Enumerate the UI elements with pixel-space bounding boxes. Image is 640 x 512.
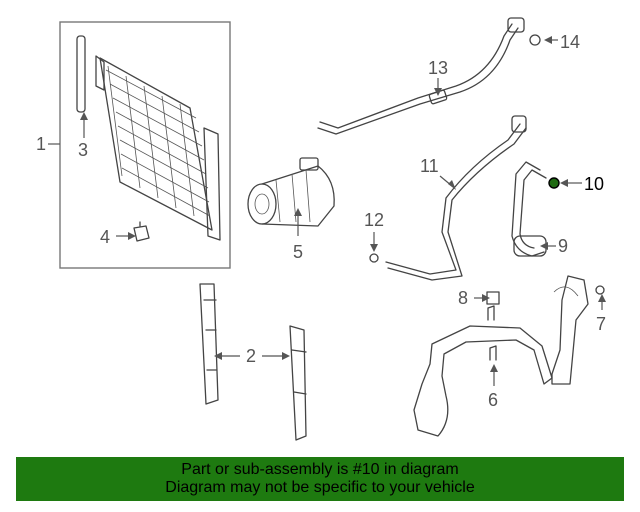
- compressor-body: [261, 165, 335, 227]
- bracket-right: [289, 325, 307, 441]
- compressor-clutch: [247, 183, 277, 225]
- banner-line-disclaimer: Diagram may not be specific to your vehi…: [165, 479, 475, 496]
- callout-2: 2: [246, 346, 256, 366]
- condenser-assembly: [59, 21, 231, 269]
- callout-5: 5: [293, 242, 303, 262]
- callout-9: 9: [558, 236, 568, 256]
- callout-13: 13: [428, 58, 448, 78]
- callout-6: 6: [488, 390, 498, 410]
- callout-12: 12: [364, 210, 384, 230]
- bracket-left: [199, 283, 219, 405]
- ac-compressor: [247, 157, 335, 227]
- callout-11: 11: [420, 156, 439, 176]
- o-ring-14: [529, 34, 541, 46]
- evaporator-assembly: [413, 275, 589, 437]
- callout-8: 8: [458, 288, 468, 308]
- hose-13: [317, 27, 519, 135]
- leader-lines: [48, 36, 606, 386]
- condenser-core: [99, 57, 213, 231]
- evaporator-lines: [413, 325, 553, 437]
- fitting-8: [486, 291, 500, 305]
- drain-plug: [133, 221, 150, 242]
- condenser-brackets: [199, 283, 307, 441]
- o-ring-7: [595, 285, 605, 295]
- callout-1: 1: [36, 134, 46, 154]
- callout-7: 7: [596, 314, 606, 334]
- banner-line-part: Part or sub-assembly is #10 in diagram: [181, 461, 459, 478]
- callout-3: 3: [78, 140, 88, 160]
- parts-diagram: 1 2 3 4 5 6 7 8 9 10 11 12 13 14: [36, 17, 606, 441]
- callout-10: 10: [584, 174, 604, 194]
- hose-11: [385, 123, 521, 275]
- condenser-fins: [105, 69, 211, 217]
- condenser-group-frame: [59, 21, 231, 269]
- receiver-drier: [76, 35, 86, 113]
- suction-hose: [369, 115, 527, 281]
- hose-9: [511, 161, 545, 257]
- callout-4: 4: [100, 227, 110, 247]
- notice-banner: Part or sub-assembly is #10 in diagram D…: [16, 457, 624, 501]
- o-ring-12: [369, 253, 379, 263]
- callout-14: 14: [560, 32, 580, 52]
- callout-labels: 1 2 3 4 5 6 7 8 9 10 11 12 13 14: [36, 32, 606, 410]
- liquid-line: [511, 161, 605, 295]
- condenser-side-tank: [203, 127, 221, 241]
- highlighted-part-10: [548, 177, 560, 189]
